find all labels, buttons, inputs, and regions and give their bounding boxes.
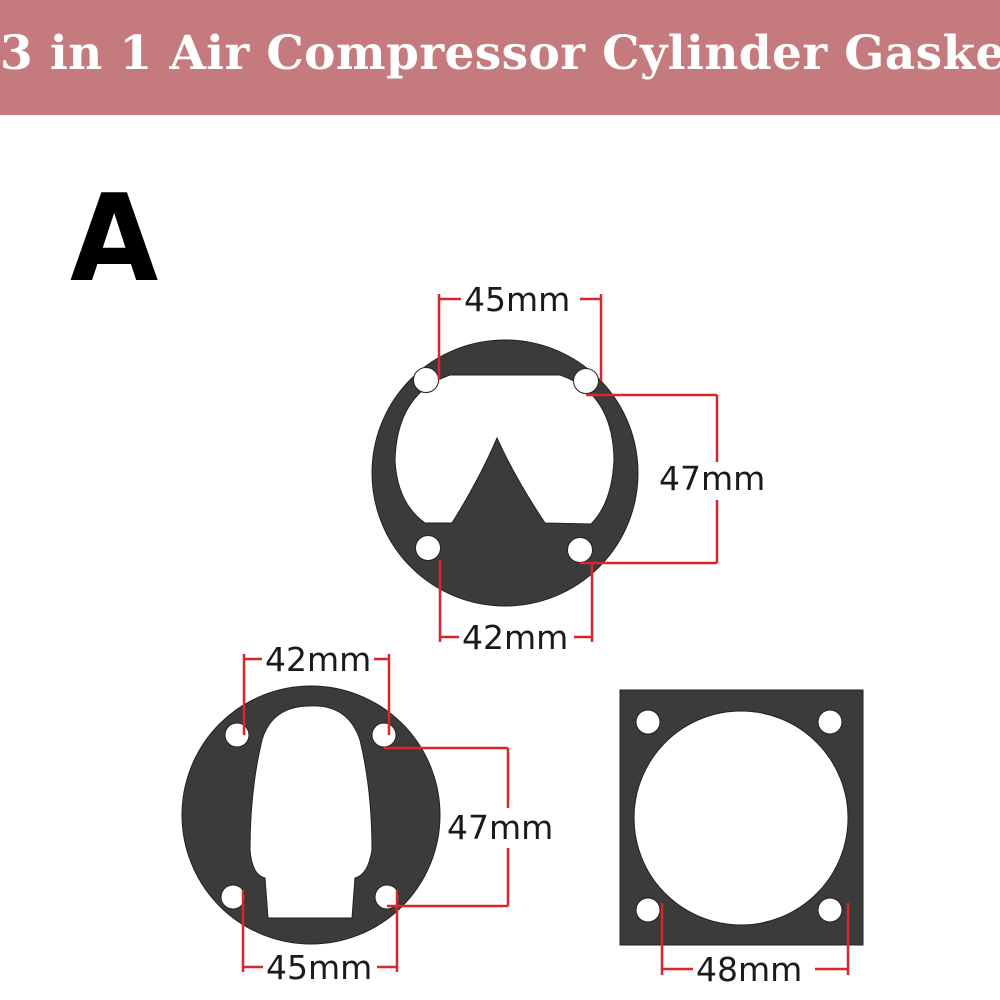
gasket3-bottom-dimension: 48mm [693,953,806,986]
gasket2-top-dimension: 42mm [262,643,375,676]
gasket2-bottom-dimension: 45mm [263,951,376,984]
gasket1-top-dimension: 45mm [461,283,574,316]
gasket-square [619,689,864,946]
gasket1-bottom-dimension: 42mm [459,621,572,654]
gasket2-side-dimension: 47mm [444,811,557,844]
dimension-lines [241,294,850,975]
variant-label: A [70,170,159,309]
banner-title: 3 in 1 Air Compressor Cylinder Gaskets [0,26,1000,81]
gasket-round-triangle [371,339,639,607]
title-banner: 3 in 1 Air Compressor Cylinder Gaskets [0,0,1000,115]
gasket1-side-dimension: 47mm [656,462,769,495]
gasket-round-keyhole [181,685,441,945]
